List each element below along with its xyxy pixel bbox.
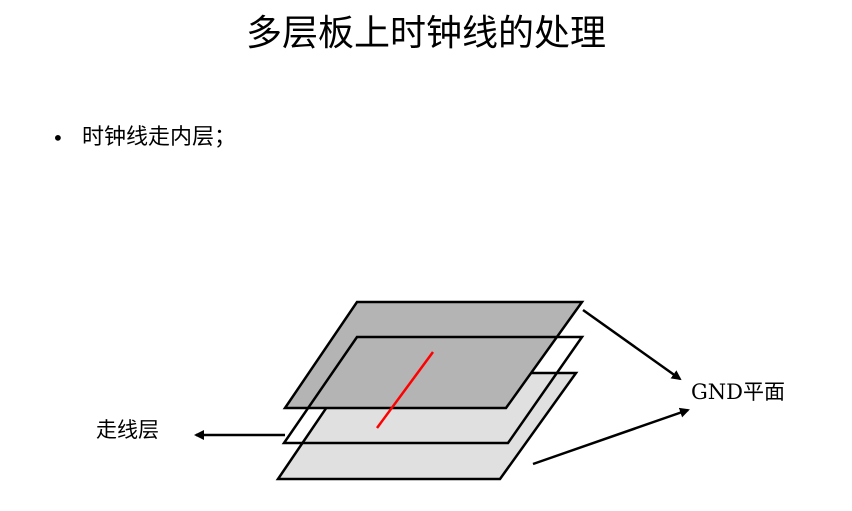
gnd-plane-label: GND平面 xyxy=(691,380,785,404)
bullet-marker: • xyxy=(52,126,64,150)
bottom-gnd-arrow xyxy=(532,407,690,466)
bullet-text: 时钟线走内层； xyxy=(82,125,237,150)
clock-trace-line xyxy=(375,351,435,429)
top-gnd-plane xyxy=(282,300,585,410)
trace-layer-label: 走线层 xyxy=(96,418,159,442)
top-gnd-arrow xyxy=(582,308,682,381)
bullet-item: • 时钟线走内层； xyxy=(52,122,236,154)
slide-title: 多层板上时钟线的处理 xyxy=(245,13,606,54)
middle-trace-layer xyxy=(281,335,585,445)
